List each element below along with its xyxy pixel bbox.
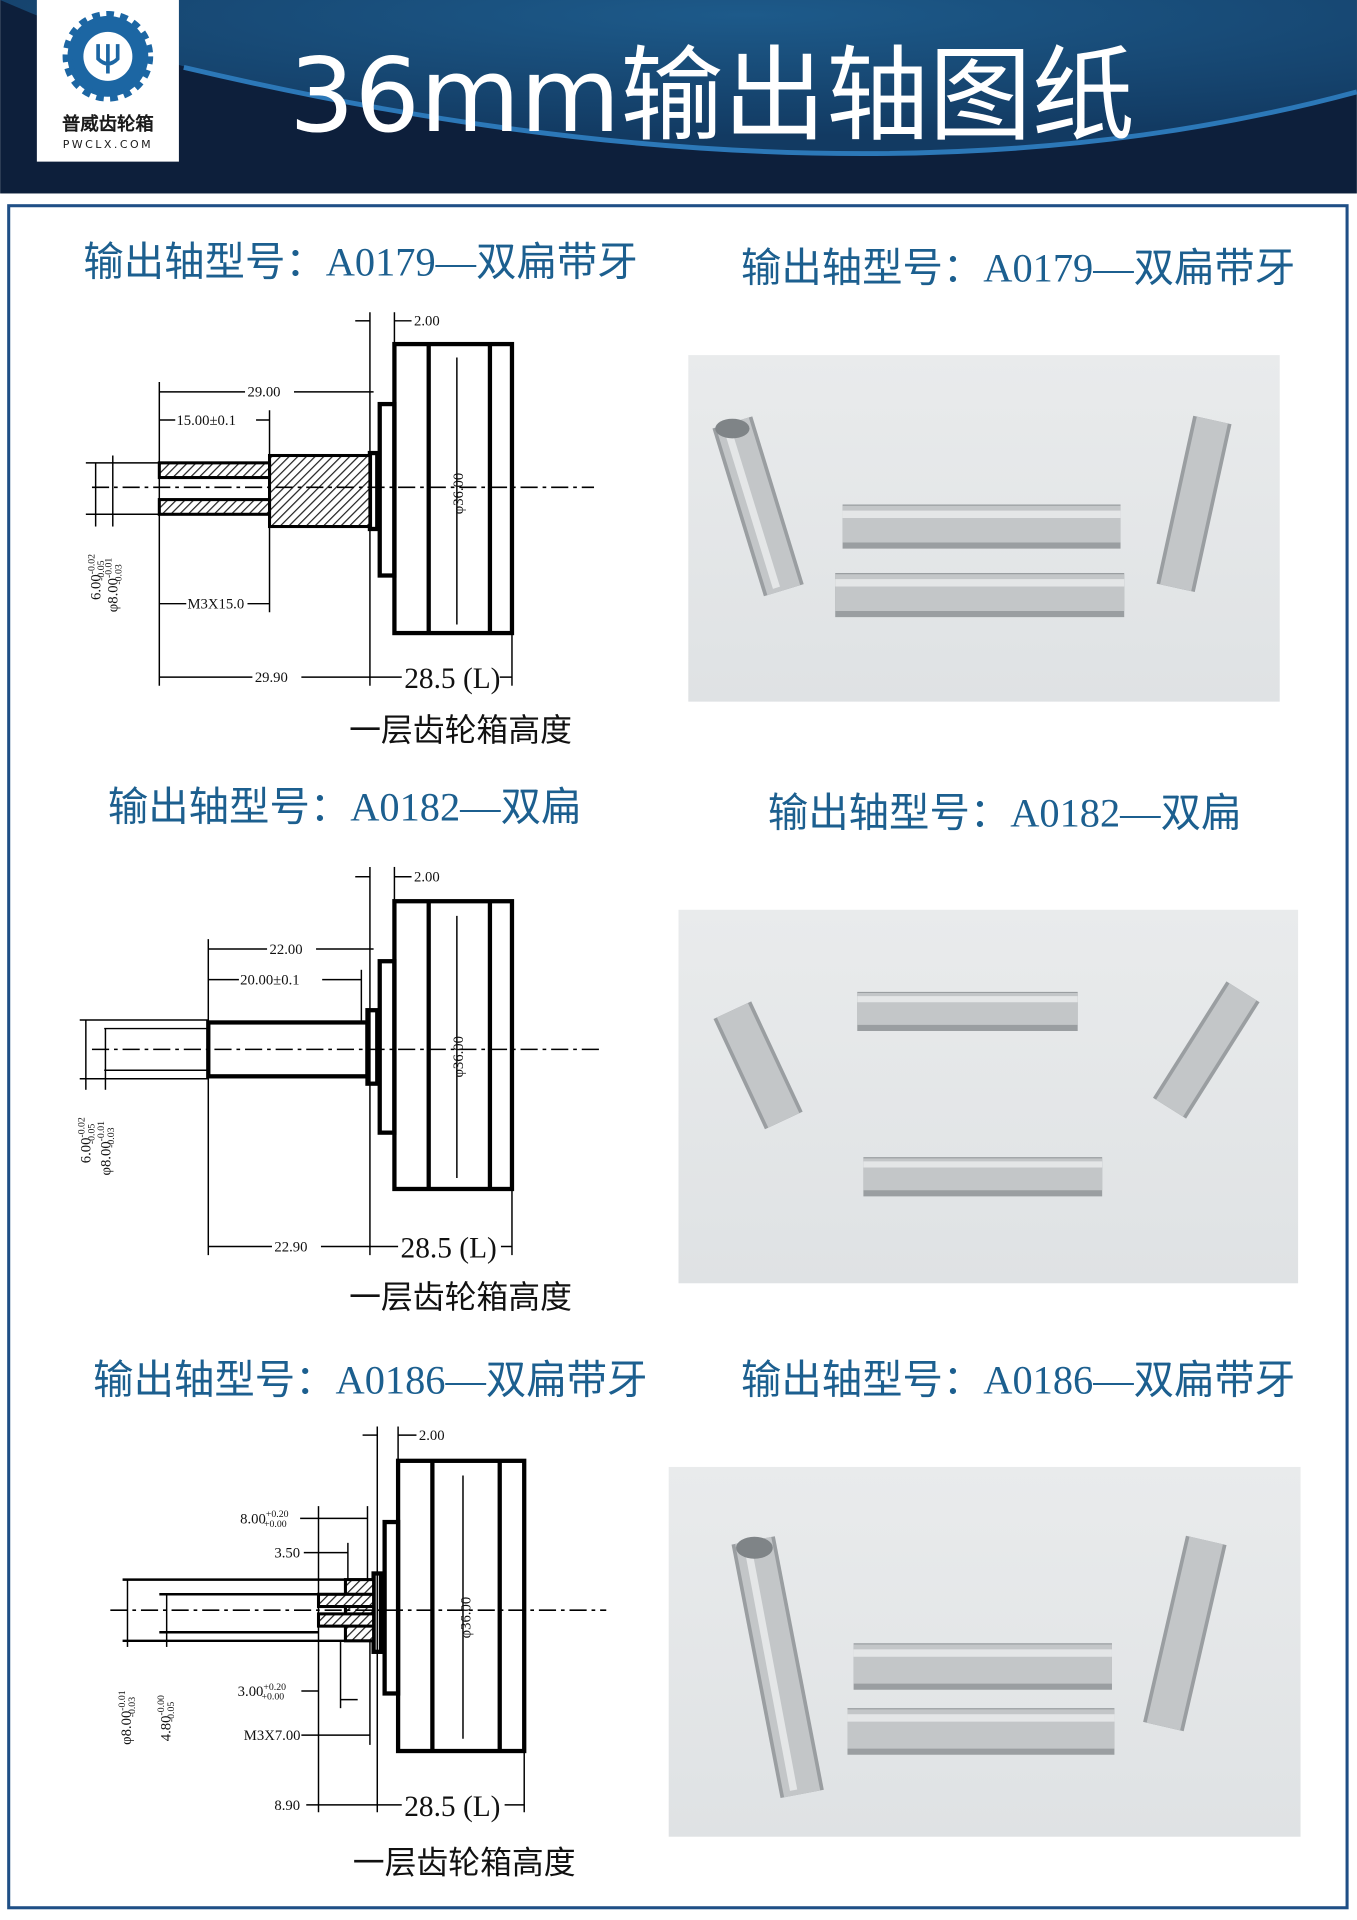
tolerance-label: φ8.00-0.01-0.03 xyxy=(104,558,125,613)
product-photo xyxy=(678,909,1299,1284)
product-photo xyxy=(688,355,1280,702)
dim-extension: 29.90 xyxy=(255,670,288,686)
dim-height: 28.5 (L) xyxy=(404,1791,500,1823)
tolerance-label: 6.00-0.02-0.05 xyxy=(86,554,107,600)
dim-flange: 2.00 xyxy=(414,870,440,886)
flange xyxy=(377,401,397,578)
product-photo xyxy=(668,1466,1301,1837)
tolerance-label: 4.80-0.00-0.05 xyxy=(156,1695,177,1741)
dim-extension: 8.90 xyxy=(274,1798,300,1814)
dim-flange: 2.00 xyxy=(419,1428,445,1444)
photo-title: 输出轴型号：A0186—双扁带牙 xyxy=(741,1357,1295,1402)
logo-url: PWCLX.COM xyxy=(63,138,153,151)
dim-step: 3.50 xyxy=(274,1546,300,1562)
shaft-image xyxy=(731,1535,1227,1799)
dim-extension: 22.90 xyxy=(274,1239,307,1255)
drawing-title: 输出轴型号：A0179—双扁带牙 xyxy=(83,240,637,285)
shaft xyxy=(267,453,372,529)
section-a0182: 输出轴型号：A0182—双扁 输出轴型号：A0182—双扁 2.00 22.00… xyxy=(77,784,1299,1315)
dim-diameter: φ36.00 xyxy=(451,1036,467,1078)
dim-diameter: φ36.00 xyxy=(451,473,467,515)
dim-boss-length: 8.00+0.20+0.00 xyxy=(240,1509,288,1530)
dim-flat-length: 20.00±0.1 xyxy=(240,972,299,988)
dim-length-total: 29.00 xyxy=(247,385,280,401)
content-frame xyxy=(7,204,1349,1910)
photo-title: 输出轴型号：A0182—双扁 xyxy=(768,791,1241,836)
photo-title: 输出轴型号：A0179—双扁带牙 xyxy=(741,246,1295,291)
caption: 一层齿轮箱高度 xyxy=(353,1845,576,1880)
drawing-title: 输出轴型号：A0186—双扁带牙 xyxy=(93,1357,647,1402)
technical-drawing: 2.00 29.00 15.00±0.1 M3X15.0 29.90 28.5 … xyxy=(85,312,595,748)
gear-logo-icon xyxy=(62,11,154,102)
tolerance-label: 6.00-0.02-0.05 xyxy=(77,1117,98,1163)
dim-diameter: φ36.00 xyxy=(458,1597,474,1639)
dim-flat-length: 15.00±0.1 xyxy=(176,413,235,429)
section-a0186: 输出轴型号：A0186—双扁带牙 输出轴型号：A0186—双扁带牙 2.00 8… xyxy=(93,1357,1301,1880)
caption: 一层齿轮箱高度 xyxy=(349,713,572,748)
logo-name: 普威齿轮箱 xyxy=(62,113,154,135)
flange xyxy=(377,959,397,1135)
dim-height: 28.5 (L) xyxy=(401,1233,497,1265)
flange xyxy=(382,1519,401,1696)
tolerance-label: φ8.00-0.01-0.03 xyxy=(117,1690,138,1745)
header-banner: 普威齿轮箱 PWCLX.COM 36mm输出轴图纸 xyxy=(0,0,1357,194)
dim-thread: M3X7.00 xyxy=(244,1728,301,1744)
dim-recess: 3.00+0.20+0.00 xyxy=(238,1682,286,1703)
technical-drawing: 2.00 22.00 20.00±0.1 22.90 28.5 (L) φ36.… xyxy=(77,866,601,1315)
technical-drawing: 2.00 8.00+0.20+0.00 3.50 3.00+0.20+0.00 … xyxy=(110,1426,607,1880)
caption: 一层齿轮箱高度 xyxy=(349,1280,572,1315)
dim-flange: 2.00 xyxy=(414,314,440,330)
logo[interactable]: 普威齿轮箱 PWCLX.COM xyxy=(36,0,179,162)
shaft-image xyxy=(713,981,1260,1197)
shaft-image xyxy=(712,415,1232,618)
tolerance-label: φ8.00-0.01-0.03 xyxy=(96,1121,117,1176)
dim-length-total: 22.00 xyxy=(270,942,303,958)
drawing-title: 输出轴型号：A0182—双扁 xyxy=(108,784,581,829)
dim-height: 28.5 (L) xyxy=(404,663,500,695)
section-a0179: 输出轴型号：A0179—双扁带牙 输出轴型号：A0179—双扁带牙 2.00 2… xyxy=(83,240,1295,748)
page-title: 36mm输出轴图纸 xyxy=(289,37,1134,156)
dim-thread: M3X15.0 xyxy=(187,597,244,613)
